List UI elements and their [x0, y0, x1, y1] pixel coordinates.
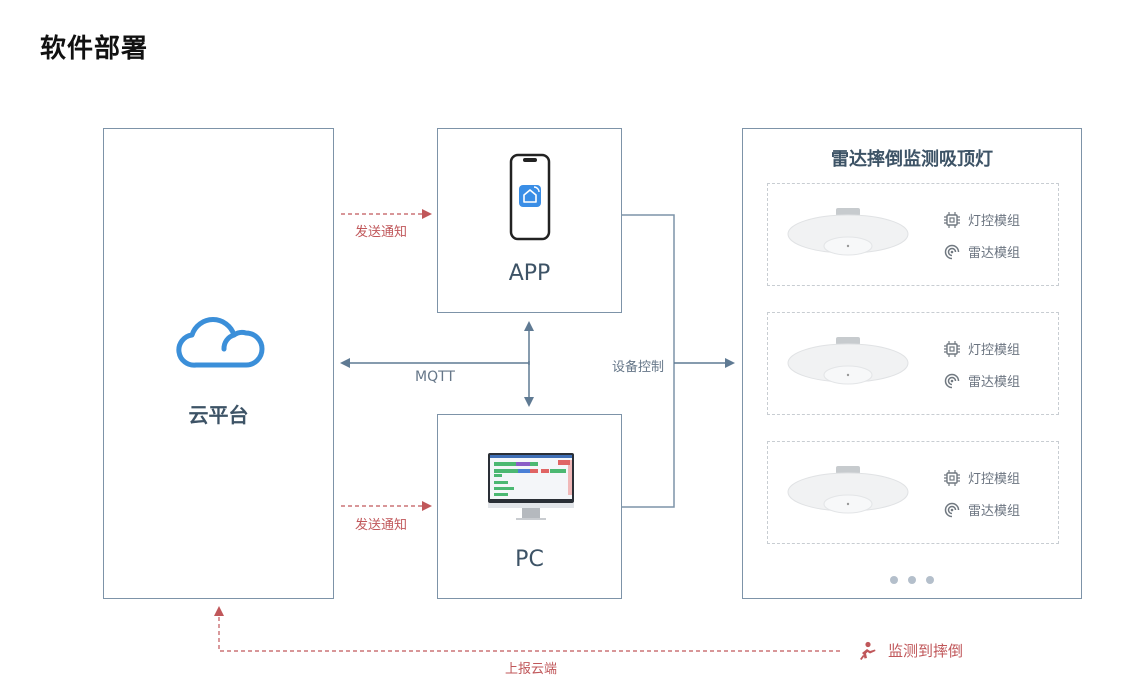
edge-label-notify-app: 发送通知: [355, 225, 408, 240]
smartphone-icon: [509, 153, 551, 241]
cloud-platform-node[interactable]: 云平台: [103, 128, 334, 599]
cloud-platform-label: 云平台: [188, 403, 249, 427]
edge-device-control-bracket: [621, 214, 675, 508]
edge-report-cloud: [214, 606, 840, 652]
app-node[interactable]: APP: [437, 128, 622, 313]
edge-label-notify-pc: 发送通知: [355, 518, 408, 533]
device-group-title: 雷达摔倒监测吸顶灯: [831, 149, 993, 170]
more-devices-indicator: [743, 569, 1081, 588]
ellipsis-dot: [908, 576, 916, 584]
module-label: 雷达模组: [968, 375, 1021, 390]
radar-icon: [944, 502, 960, 517]
pc-label: PC: [515, 547, 544, 572]
cloud-icon: [176, 317, 265, 368]
ellipsis-dot: [926, 576, 934, 584]
fall-detected-event: 监测到摔倒: [858, 640, 963, 661]
pc-node[interactable]: PC: [437, 414, 622, 599]
app-label: APP: [508, 261, 551, 286]
page-title: 软件部署: [40, 34, 149, 64]
radar-icon: [944, 244, 960, 259]
module-label: 灯控模组: [968, 472, 1021, 487]
edge-label-mqtt: MQTT: [415, 369, 455, 385]
ceiling-light-image: [787, 466, 909, 514]
module-light-control: 灯控模组: [944, 468, 1020, 487]
module-label: 灯控模组: [968, 214, 1021, 229]
ceiling-light-image: [787, 208, 909, 256]
fall-detected-label: 监测到摔倒: [888, 642, 964, 660]
radar-icon: [944, 373, 960, 388]
module-label: 灯控模组: [968, 343, 1021, 358]
module-label: 雷达模组: [968, 246, 1021, 261]
module-radar: 雷达模组: [944, 242, 1020, 261]
edge-label-device-control: 设备控制: [612, 360, 665, 375]
module-light-control: 灯控模组: [944, 339, 1020, 358]
module-radar: 雷达模组: [944, 500, 1020, 519]
person-falling-icon: [860, 641, 876, 660]
edge-label-report-cloud: 上报云端: [505, 662, 558, 677]
chip-icon: [944, 340, 960, 357]
module-light-control: 灯控模组: [944, 210, 1020, 229]
radar-fall-light-group: 雷达摔倒监测吸顶灯 灯控模组 雷达模组 灯控模组: [742, 128, 1082, 599]
ceiling-light-image: [787, 337, 909, 385]
ellipsis-dot: [890, 576, 898, 584]
chip-icon: [944, 211, 960, 228]
desktop-monitor-icon: [488, 453, 574, 520]
chip-icon: [944, 469, 960, 486]
module-radar: 雷达模组: [944, 371, 1020, 390]
module-label: 雷达模组: [968, 504, 1021, 519]
device-card[interactable]: 灯控模组 雷达模组: [767, 441, 1059, 544]
device-card[interactable]: 灯控模组 雷达模组: [767, 312, 1059, 415]
device-card[interactable]: 灯控模组 雷达模组: [767, 183, 1059, 286]
